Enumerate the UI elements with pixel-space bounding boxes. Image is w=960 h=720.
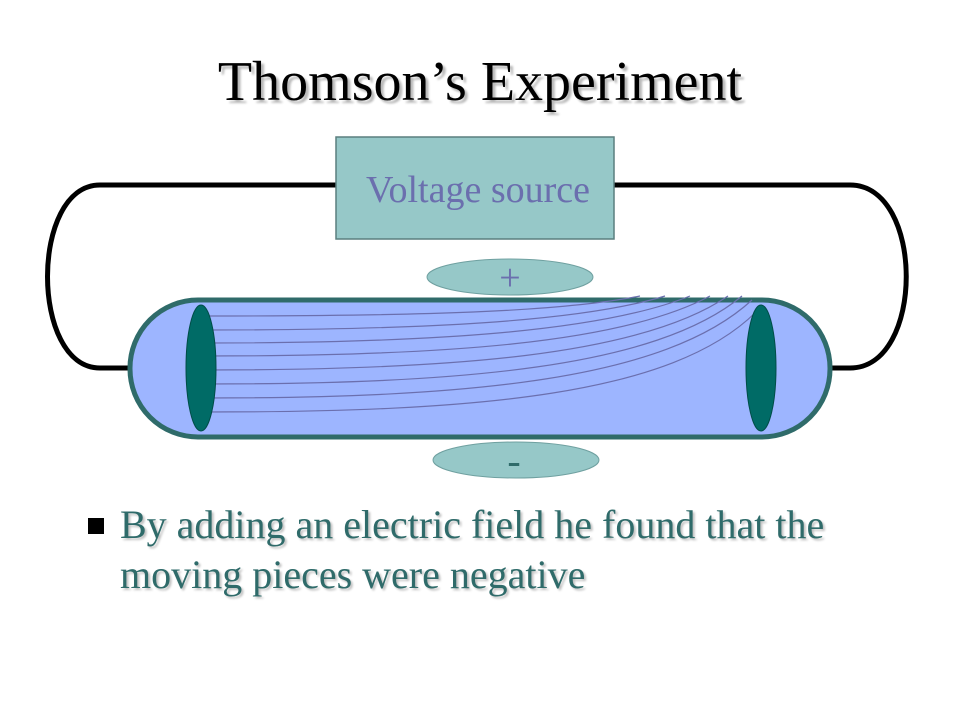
voltage-source-box (335, 136, 615, 240)
cathode-ray-tube (127, 297, 833, 440)
slide-title: Thomson’s Experiment (217, 51, 743, 113)
cathode-rays (204, 295, 757, 413)
cathode-electrode (185, 304, 217, 432)
negative-plate (432, 441, 600, 479)
circuit-wire-left (45, 182, 336, 371)
positive-plate (426, 258, 594, 296)
bullet-square-icon (88, 518, 104, 534)
negative-plate-label: - (507, 438, 520, 483)
voltage-source-label: Voltage source (366, 169, 590, 211)
circuit-wire-right (614, 182, 909, 371)
anode-electrode (745, 304, 777, 432)
bullet-point: By adding an electric field he found tha… (88, 500, 888, 600)
positive-plate-label: + (499, 257, 520, 299)
bullet-text: By adding an electric field he found tha… (120, 502, 825, 597)
